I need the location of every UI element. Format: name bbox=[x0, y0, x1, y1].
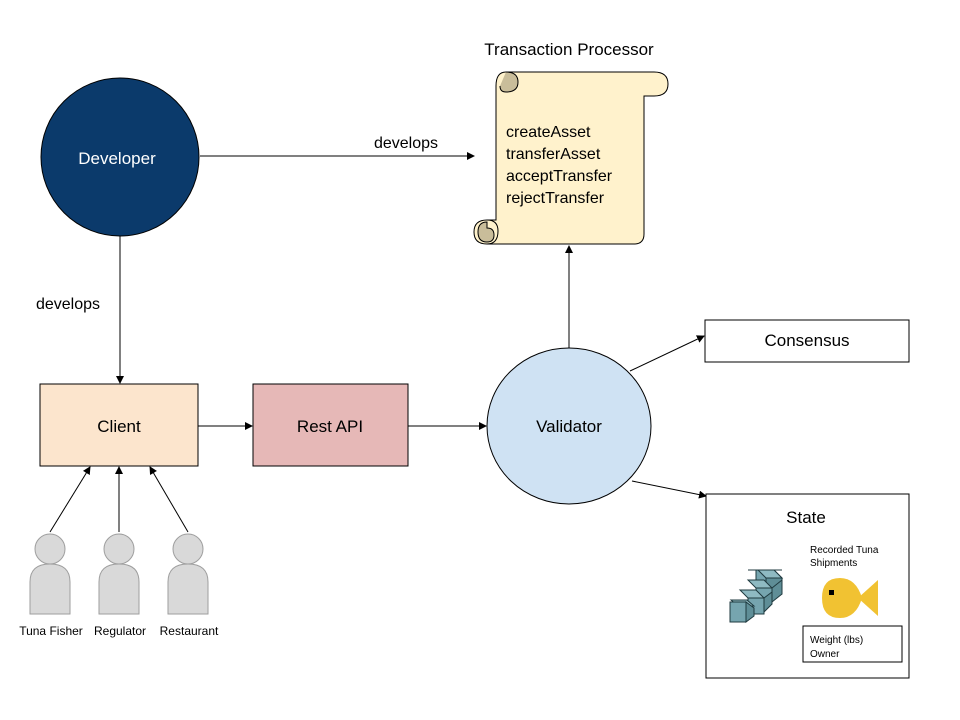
validator-label: Validator bbox=[536, 417, 602, 436]
transaction-processor-title: Transaction Processor bbox=[484, 40, 654, 59]
person-icon-restaurant bbox=[167, 533, 209, 615]
rest-api-node: Rest API bbox=[252, 383, 409, 467]
edge-label-develops-tp: develops bbox=[374, 135, 438, 152]
edge-tuna-fisher-to-client bbox=[49, 466, 91, 533]
state-fields-box bbox=[802, 625, 903, 663]
scroll-icon bbox=[473, 71, 669, 245]
consensus-node: Consensus bbox=[704, 319, 910, 363]
person-icon-tuna-fisher bbox=[29, 533, 71, 615]
user-label-regulator: Regulator bbox=[94, 624, 146, 638]
user-label-tuna-fisher: Tuna Fisher bbox=[19, 624, 83, 638]
state-node: State Recorded Tuna Shipments bbox=[705, 493, 910, 679]
rest-api-label: Rest API bbox=[297, 417, 363, 436]
field-weight: Weight (lbs) bbox=[810, 635, 863, 646]
edge-validator-to-state bbox=[631, 480, 707, 499]
field-owner: Owner bbox=[810, 649, 840, 660]
user-label-restaurant: Restaurant bbox=[160, 624, 219, 638]
tp-function-transfer-asset: transferAsset bbox=[506, 146, 601, 163]
edge-restaurant-to-client bbox=[149, 466, 189, 533]
edge-validator-to-consensus bbox=[629, 335, 705, 372]
tp-function-accept-transfer: acceptTransfer bbox=[506, 168, 613, 185]
state-title: State bbox=[786, 508, 826, 527]
consensus-label: Consensus bbox=[764, 331, 849, 350]
tp-function-create-asset: createAsset bbox=[506, 124, 591, 141]
fish-icon bbox=[822, 578, 878, 618]
client-node: Client bbox=[39, 383, 199, 467]
developer-label: Developer bbox=[78, 149, 156, 168]
recorded-label-line1: Recorded Tuna bbox=[810, 545, 879, 556]
tp-function-reject-transfer: rejectTransfer bbox=[506, 190, 605, 207]
developer-node: Developer bbox=[40, 77, 200, 237]
validator-node: Validator bbox=[486, 347, 652, 505]
person-icon-regulator bbox=[98, 533, 140, 615]
client-label: Client bbox=[97, 417, 141, 436]
edge-label-develops-client: develops bbox=[36, 296, 100, 313]
edges bbox=[49, 152, 707, 533]
blockchain-blocks-icon bbox=[729, 569, 784, 623]
recorded-label-line2: Shipments bbox=[810, 558, 857, 569]
